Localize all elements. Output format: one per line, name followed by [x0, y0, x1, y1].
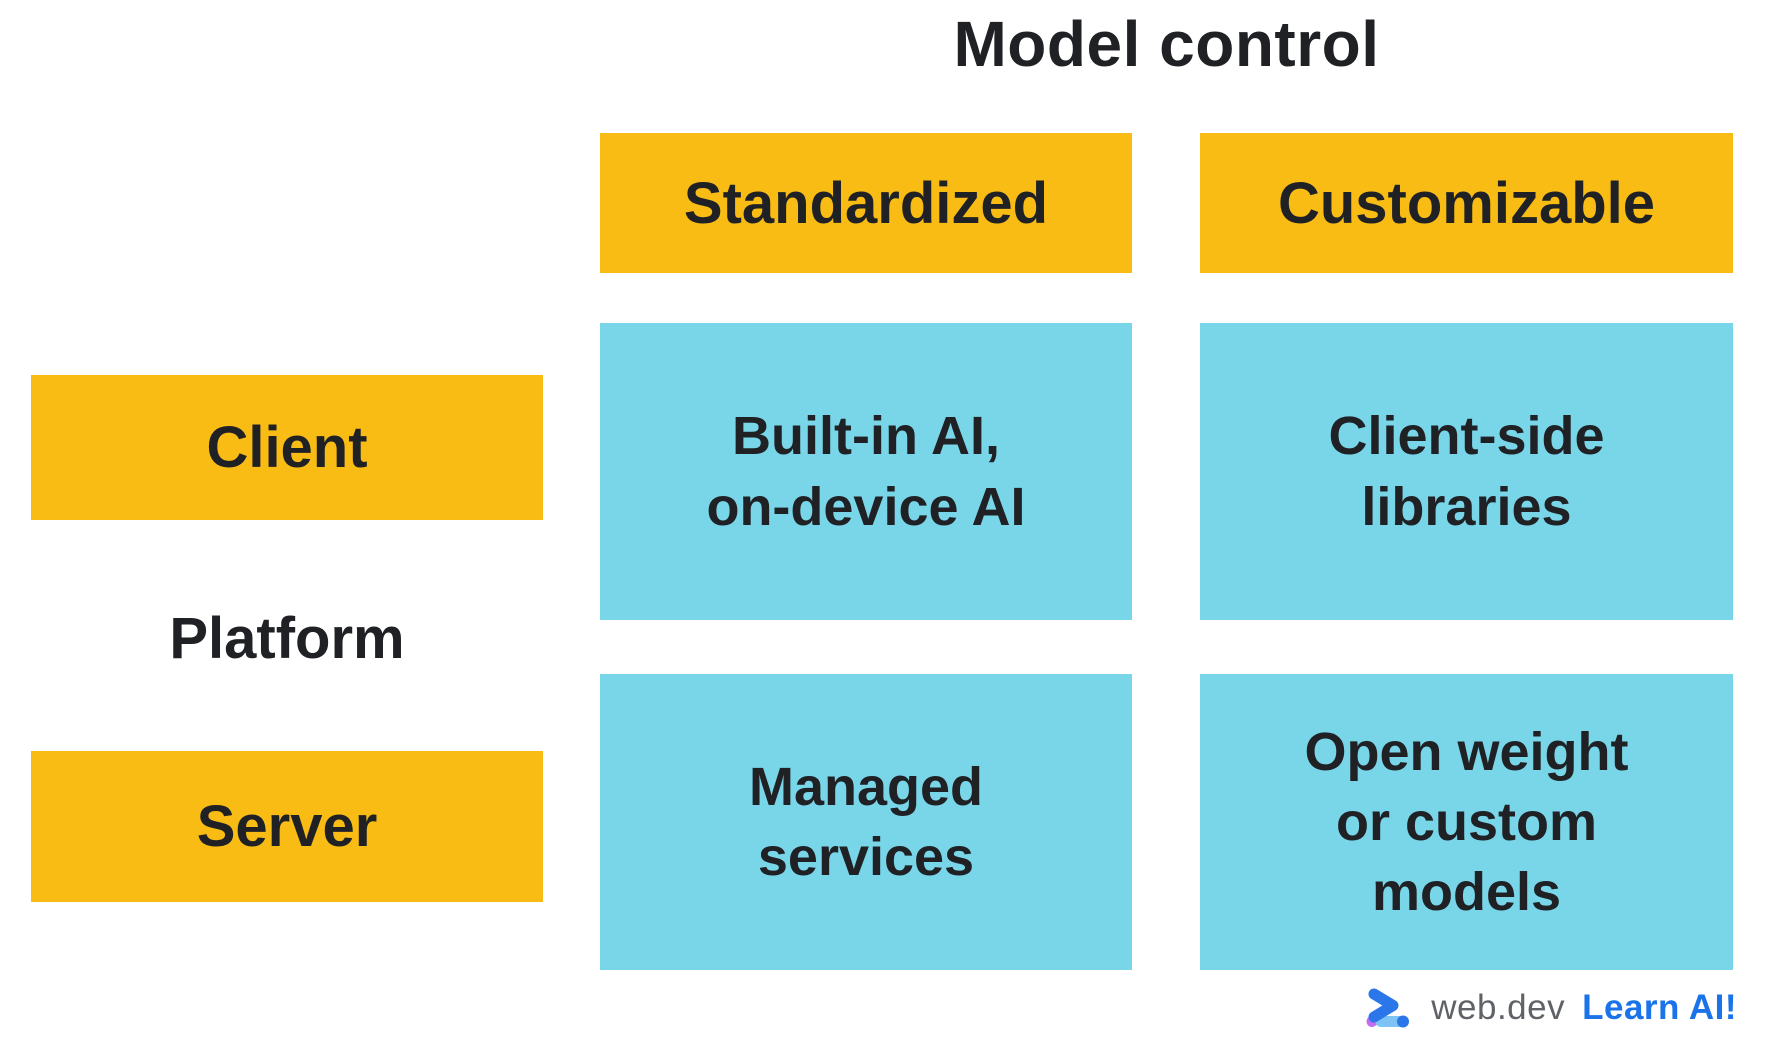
cell-server-standardized: Managed services [600, 674, 1132, 970]
row-header-server: Server [31, 751, 543, 902]
learn-ai-link[interactable]: Learn AI! [1582, 988, 1737, 1027]
brand-name: web.dev [1431, 988, 1566, 1027]
col-header-customizable: Customizable [1200, 133, 1733, 273]
platform-axis-label: Platform [169, 605, 405, 671]
cell-client-standardized: Built-in AI, on-device AI [600, 323, 1132, 620]
row-header-client: Client [31, 375, 543, 520]
footer-brand: web.dev Learn AI! [1364, 980, 1737, 1036]
web-dev-logo-icon [1366, 988, 1410, 1028]
col-header-standardized: Standardized [600, 133, 1132, 273]
cell-client-customizable: Client-side libraries [1200, 323, 1733, 620]
cell-server-customizable: Open weight or custom models [1200, 674, 1733, 970]
diagram-title: Model control [953, 8, 1380, 80]
